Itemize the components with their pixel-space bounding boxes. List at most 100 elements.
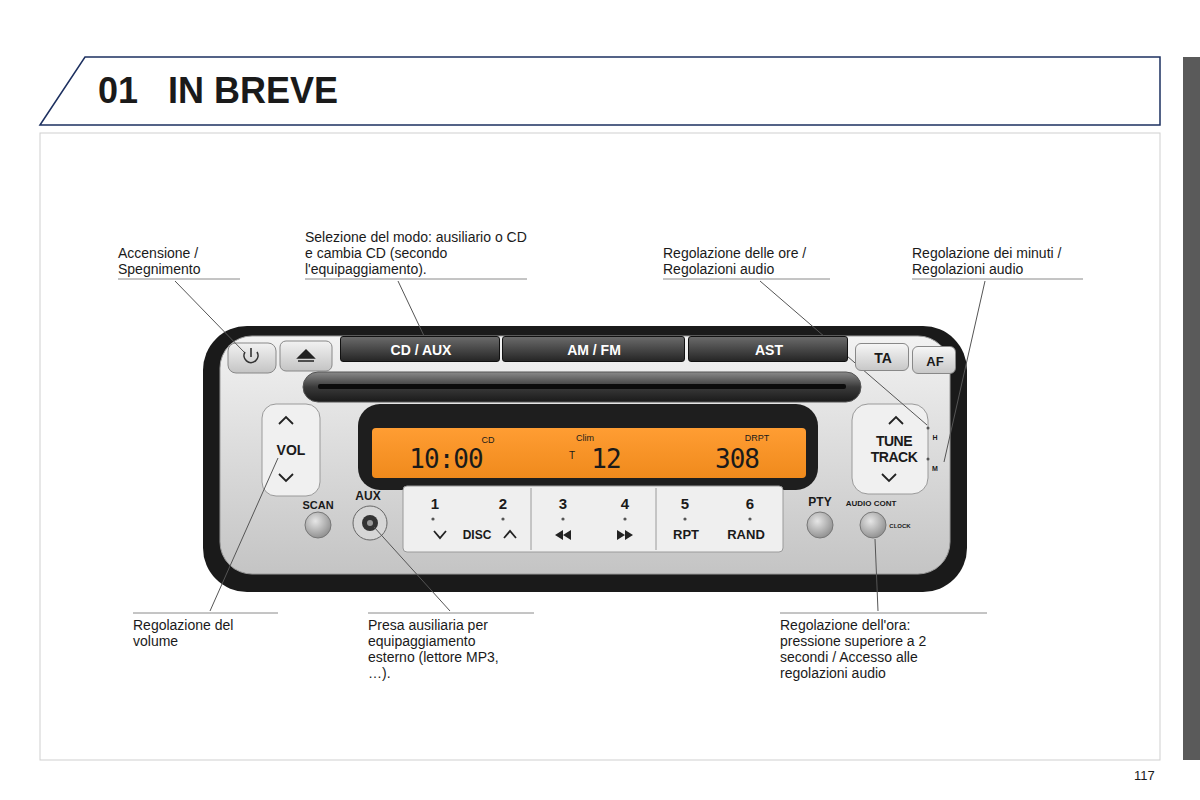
button-label: 2 [499,495,507,512]
audio-cont-button [860,512,886,538]
button-label: RAND [727,527,765,542]
display-readout: 12 [591,444,620,474]
label-rule [133,613,278,614]
pty-button [807,512,833,538]
scan-button [305,512,331,538]
radio-button: AM / FM [502,336,685,362]
indicator-dot [683,517,686,520]
preset-divider [656,488,657,550]
side-tab [1183,57,1200,760]
button-label: TUNE TRACK [867,433,921,465]
radio-housing [203,326,967,592]
power-icon [244,348,258,363]
aux-jack-core [367,520,373,526]
tune-rocker [852,404,928,494]
label-rule [368,613,534,614]
header-frame [40,57,1160,125]
display-panel: 10:00CD ClimT 12 DRPT308 [372,428,806,478]
button-label: 6 [746,495,754,512]
radio-button: 1 2DISC [405,488,530,550]
button-caption: PTY [808,495,831,509]
button-label: AF [926,354,943,369]
indicator-dot [927,427,930,430]
aux-jack [353,506,387,540]
button-caption: AUDIO CONT [846,499,897,508]
button-caption: SCAN [302,499,333,511]
callout-text: Regolazione dell'ora: pressione superior… [780,617,958,681]
content-frame [40,133,1160,760]
label-rule [118,279,240,280]
leader-line [374,527,450,611]
eject-icon [298,350,314,361]
radio-button: TA [855,343,909,371]
chevron-up [504,531,516,538]
button-label: 5 [681,495,689,512]
forward-icon [617,530,633,540]
display-readout: DRPT [745,433,770,443]
button-label: 3 [559,495,567,512]
display-readout: CD [482,435,495,445]
radio-button: 34 [532,488,655,550]
display-readout: T [569,450,575,461]
chevron-down [279,474,293,481]
callout-text: Regolazione dei minuti / Regolazioni aud… [912,245,1090,277]
label-rule [663,279,830,280]
radio-button: VOL [262,404,320,496]
radio-button: CD / AUX [340,336,500,362]
button-label: CD / AUX [391,342,452,358]
display-bezel [358,404,818,490]
power-button [228,343,276,373]
radio-button: 5 6RPT RAND [657,488,781,550]
button-label: AST [755,342,783,358]
section-number: 01 [98,70,138,112]
callout-text: Regolazione delle ore / Regolazioni audi… [663,245,835,277]
display-readout: 308 [715,444,759,474]
label-rule [912,279,1083,280]
display-readout: 10:00 [409,444,482,474]
vol-rocker [262,404,320,496]
leader-line [398,281,425,338]
callout-text: Regolazione del volume [133,617,273,649]
indicator-dot [501,517,504,520]
indicator-caption: M [932,465,938,472]
chevron-up [279,417,293,424]
callout-text: Presa ausiliaria per equipaggiamento est… [368,617,518,681]
leader-line [210,458,278,611]
display-readout: Clim [576,433,594,443]
page-number: 117 [1134,768,1155,784]
radio-button: AST [688,336,848,362]
leader-line [175,281,244,352]
indicator-dot [561,517,564,520]
indicator-dot [623,517,626,520]
button-label: VOL [277,442,306,458]
indicator-dot [748,517,751,520]
indicator-dot [927,458,930,461]
button-label: TA [874,350,892,366]
chevron-down [882,474,896,481]
label-rule [780,613,987,614]
indicator-dot [431,517,434,520]
callout-text: Accensione / Spegnimento [118,245,243,277]
radio-button: TUNE TRACK [852,404,928,494]
page-title: IN BREVE [168,70,338,112]
button-label: 1 [431,495,439,512]
chevron-up [889,417,903,424]
preset-band [403,486,783,552]
callout-text: Selezione del modo: ausiliario o CD e ca… [305,229,527,277]
button-caption: AUX [355,489,380,503]
radio-faceplate [220,336,950,574]
chevron-down [434,531,446,538]
button-label: RPT [673,527,699,542]
button-label: 4 [621,495,629,512]
cd-slot [303,372,861,402]
indicator-caption: H [932,434,937,441]
preset-divider [531,488,532,550]
leader-line [875,539,878,611]
button-label: DISC [463,528,492,542]
radio-button: AF [912,346,956,374]
rewind-icon [555,530,571,540]
button-label: AM / FM [567,342,621,358]
label-rule [305,279,527,280]
